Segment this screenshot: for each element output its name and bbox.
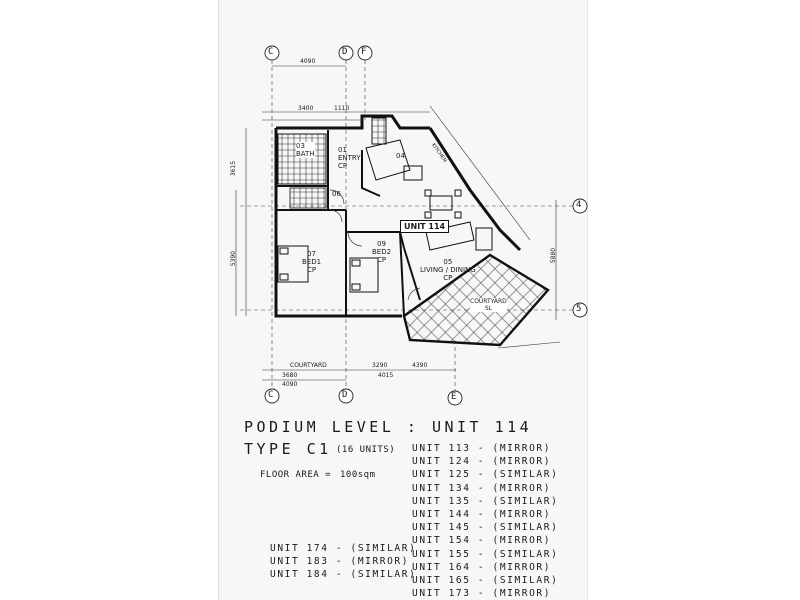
grid-label-4: 4 xyxy=(576,200,582,210)
list-item: UNIT 165 - (SIMILAR) xyxy=(412,575,559,587)
room-06-label: 06 xyxy=(332,190,341,198)
list-item: UNIT 144 - (MIRROR) xyxy=(412,509,552,521)
grid-bubble-f-top xyxy=(357,45,373,61)
dim-side-2: 5390 xyxy=(230,250,238,267)
dim-bottom-3: 3680 xyxy=(282,372,298,379)
list-item: UNIT 125 - (SIMILAR) xyxy=(412,469,559,481)
list-item: UNIT 135 - (SIMILAR) xyxy=(412,495,559,507)
dim-top-2: 3400 xyxy=(298,105,314,112)
dim-top-1: 4090 xyxy=(300,58,316,65)
unit-tag: UNIT 114 xyxy=(400,220,450,233)
list-item: UNIT 113 - (MIRROR) xyxy=(412,443,552,454)
list-item: UNIT 184 - (SIMILAR) xyxy=(270,569,417,581)
grid-label-c-top: C xyxy=(268,47,274,57)
floor-area-value: 100sqm xyxy=(340,470,376,480)
title-type: TYPE C1 xyxy=(244,440,332,458)
dim-bottom-5: 4090 xyxy=(282,381,298,388)
list-item: UNIT 154 - (MIRROR) xyxy=(412,535,552,547)
list-item: UNIT 134 - (MIRROR) xyxy=(412,482,552,494)
bathroom-tiles xyxy=(277,133,327,185)
room-kitchen-label: 04 xyxy=(396,152,405,160)
list-item: UNIT 124 - (MIRROR) xyxy=(412,456,552,468)
title-line-1: PODIUM LEVEL : UNIT 114 xyxy=(244,418,533,436)
dim-bottom-1: 3290 xyxy=(372,362,388,369)
dim-side-1: 3615 xyxy=(230,160,238,177)
grid-bubble-c-bottom xyxy=(264,388,280,404)
units-list-left: UNIT 174 - (SIMILAR) UNIT 183 - (MIRROR)… xyxy=(270,542,416,582)
grid-label-d-bottom: D xyxy=(342,390,348,400)
grid-label-e-bottom: E xyxy=(451,392,457,402)
list-item: UNIT 145 - (SIMILAR) xyxy=(412,522,559,534)
dim-bottom-courtyard: COURTYARD xyxy=(290,362,327,369)
dim-bottom-4: 4015 xyxy=(378,372,394,379)
floor-area-label: FLOOR AREA = xyxy=(260,470,332,480)
outer-walls xyxy=(274,114,522,318)
kitchen-fixtures xyxy=(365,117,423,181)
grid-label-c-bottom: C xyxy=(268,390,274,400)
grid-label-d-top: D xyxy=(342,47,348,57)
dim-side-3: 5880 xyxy=(550,247,558,264)
grid-bubble-c-top xyxy=(264,45,280,61)
grid-bubble-d-bottom xyxy=(338,388,354,404)
list-item: UNIT 164 - (MIRROR) xyxy=(412,561,552,573)
door-swings xyxy=(329,189,421,301)
units-count: (16 UNITS) xyxy=(336,445,396,455)
furniture xyxy=(277,189,493,293)
units-list-right: UNIT 113 - (MIRROR) UNIT 124 - (MIRROR) … xyxy=(412,442,558,600)
grid-bubble-e-bottom xyxy=(447,390,463,406)
grid-bubble-d-top xyxy=(338,45,354,61)
dim-bottom-2: 4390 xyxy=(412,362,428,369)
ensuite-tiles xyxy=(289,187,327,209)
list-item: UNIT 173 - (MIRROR) xyxy=(412,588,552,600)
grid-label-f-top: F xyxy=(361,47,367,57)
grid-label-5: 5 xyxy=(576,304,582,314)
list-item: UNIT 174 - (SIMILAR) xyxy=(270,543,417,554)
dim-top-3: 1110 xyxy=(334,105,350,112)
grid-bubble-4 xyxy=(572,198,588,214)
dimension-lines xyxy=(235,65,561,381)
list-item: UNIT 183 - (MIRROR) xyxy=(270,556,410,568)
grid-bubble-5 xyxy=(572,302,588,318)
list-item: UNIT 155 - (SIMILAR) xyxy=(412,548,559,560)
